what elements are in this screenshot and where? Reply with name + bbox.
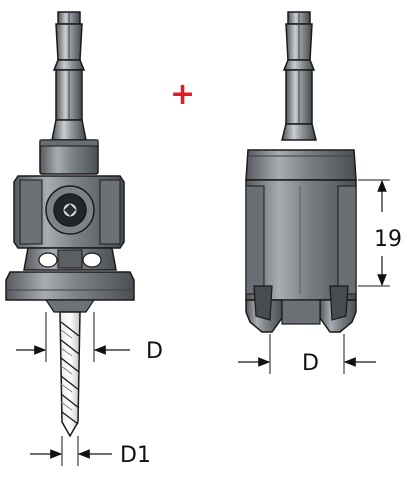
right-d-label: D	[302, 351, 319, 376]
plug-cutter-icon	[245, 11, 357, 333]
left-d1-label: D1	[120, 443, 151, 468]
right-dimension-19: 19	[358, 179, 402, 287]
plus-sign: +	[170, 77, 195, 112]
left-d-label: D	[146, 339, 163, 364]
left-dimension-d: D	[16, 312, 163, 364]
right-19-label: 19	[374, 227, 402, 252]
countersink-drill-bit-icon	[5, 11, 135, 438]
right-dimension-d: D	[238, 334, 376, 376]
left-dimension-d1: D1	[30, 436, 151, 468]
